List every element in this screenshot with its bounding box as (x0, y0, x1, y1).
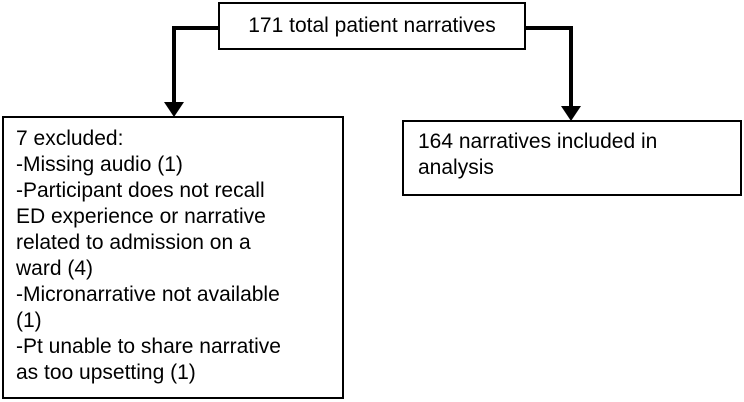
excluded-line: related to admission on a (16, 231, 251, 254)
excluded-line: 7 excluded: (16, 127, 124, 150)
excluded-line: as too upsetting (1) (16, 361, 196, 384)
included-text: 164 narratives included in analysis (418, 130, 658, 179)
excluded-line: -Micronarrative not available (16, 283, 280, 306)
excluded-line: (1) (16, 309, 42, 332)
excluded-line: -Missing audio (1) (16, 153, 183, 176)
excluded-line: ward (4) (16, 257, 94, 280)
excluded-line: -Participant does not recall (16, 179, 265, 202)
connector-to-excluded (172, 26, 218, 104)
excluded-line: ED experience or narrative (16, 205, 266, 228)
excluded-box: 7 excluded: -Missing audio (1) -Particip… (2, 116, 344, 399)
included-box: 164 narratives included in analysis (402, 120, 742, 196)
total-narratives-box: 171 total patient narratives (218, 2, 526, 50)
total-narratives-text: 171 total patient narratives (248, 14, 496, 37)
connector-to-included (526, 26, 573, 108)
excluded-line: -Pt unable to share narrative (16, 335, 281, 358)
arrowhead-excluded (164, 102, 184, 117)
arrowhead-included (561, 106, 581, 121)
